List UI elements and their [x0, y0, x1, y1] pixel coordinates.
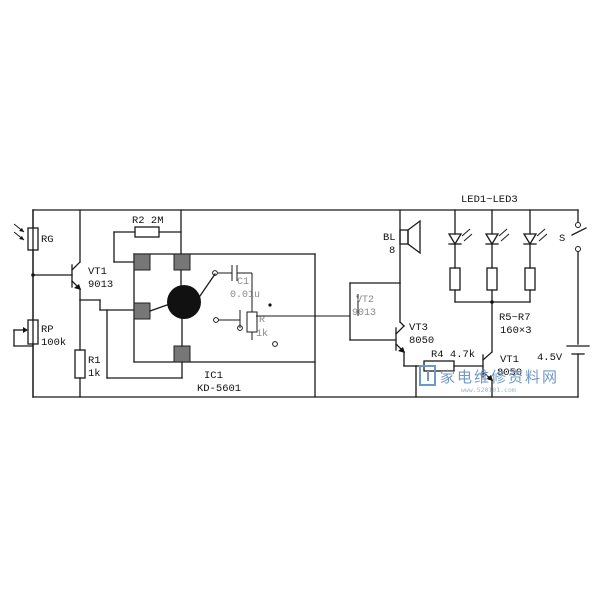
r-inner-value: 1k [256, 328, 268, 340]
led-2 [484, 209, 510, 303]
vt3-part: 8050 [409, 335, 434, 347]
r-inner-label: R [259, 315, 265, 326]
switch-label: S [559, 233, 565, 245]
r4-label: R4 4.7k [431, 349, 475, 361]
transistor-vt2 [349, 282, 401, 341]
transistor-vt1-left [71, 209, 81, 301]
r2-label: R2 2M [132, 215, 164, 227]
ic1-label: IC1 [204, 370, 223, 382]
led-1 [447, 209, 473, 303]
ic1-pad-3 [133, 302, 151, 320]
photoresistor-rg [13, 209, 39, 276]
ic1-pad-4 [173, 345, 191, 363]
bl-value: 8 [389, 245, 395, 257]
r1-value: 1k [88, 368, 101, 380]
r5-r7-label: R5~R7 [499, 312, 531, 324]
ic1-pad-1 [133, 253, 151, 271]
watermark-logo [419, 365, 436, 386]
ic1-chip-blob [167, 285, 201, 319]
watermark-text: 家电维修资料网 [440, 368, 559, 386]
resistor-inner-r [213, 310, 258, 340]
rp-label: RP [41, 324, 54, 336]
resistor-r2 [113, 209, 182, 263]
vt2-part: 9013 [352, 308, 376, 319]
resistor-r1 [74, 299, 86, 398]
led-group-label: LED1~LED3 [461, 194, 518, 206]
r5-r7-value: 160×3 [500, 325, 532, 337]
capacitor-c1 [218, 265, 253, 312]
rg-label: RG [41, 234, 54, 246]
bl-label: BL [383, 232, 396, 244]
vt1-left-part: 9013 [88, 279, 113, 291]
watermark-url: www.520101.com [461, 386, 516, 394]
vt3-label: VT3 [409, 322, 428, 334]
vt1-left-label: VT1 [88, 266, 107, 278]
battery [566, 345, 590, 398]
speaker-bl [349, 209, 421, 284]
rp-value: 100k [41, 337, 66, 349]
c1-value: 0.01u [230, 290, 260, 301]
vt1-right-part: 8050 [497, 367, 522, 379]
vt2-label: VT2 [356, 295, 374, 306]
ic1-pad-2 [173, 253, 191, 271]
ic1-module [106, 253, 316, 398]
potentiometer-rp [13, 274, 39, 398]
transistor-vt1-right [482, 301, 493, 398]
battery-label: 4.5V [537, 352, 563, 364]
ic1-part: KD-5601 [197, 383, 241, 395]
vt1-right-label: VT1 [500, 354, 519, 366]
r1-label: R1 [88, 355, 101, 367]
c1-label: C1 [237, 277, 249, 288]
transistor-vt3 [395, 321, 417, 398]
switch-s [571, 209, 587, 345]
led-3 [522, 209, 548, 303]
